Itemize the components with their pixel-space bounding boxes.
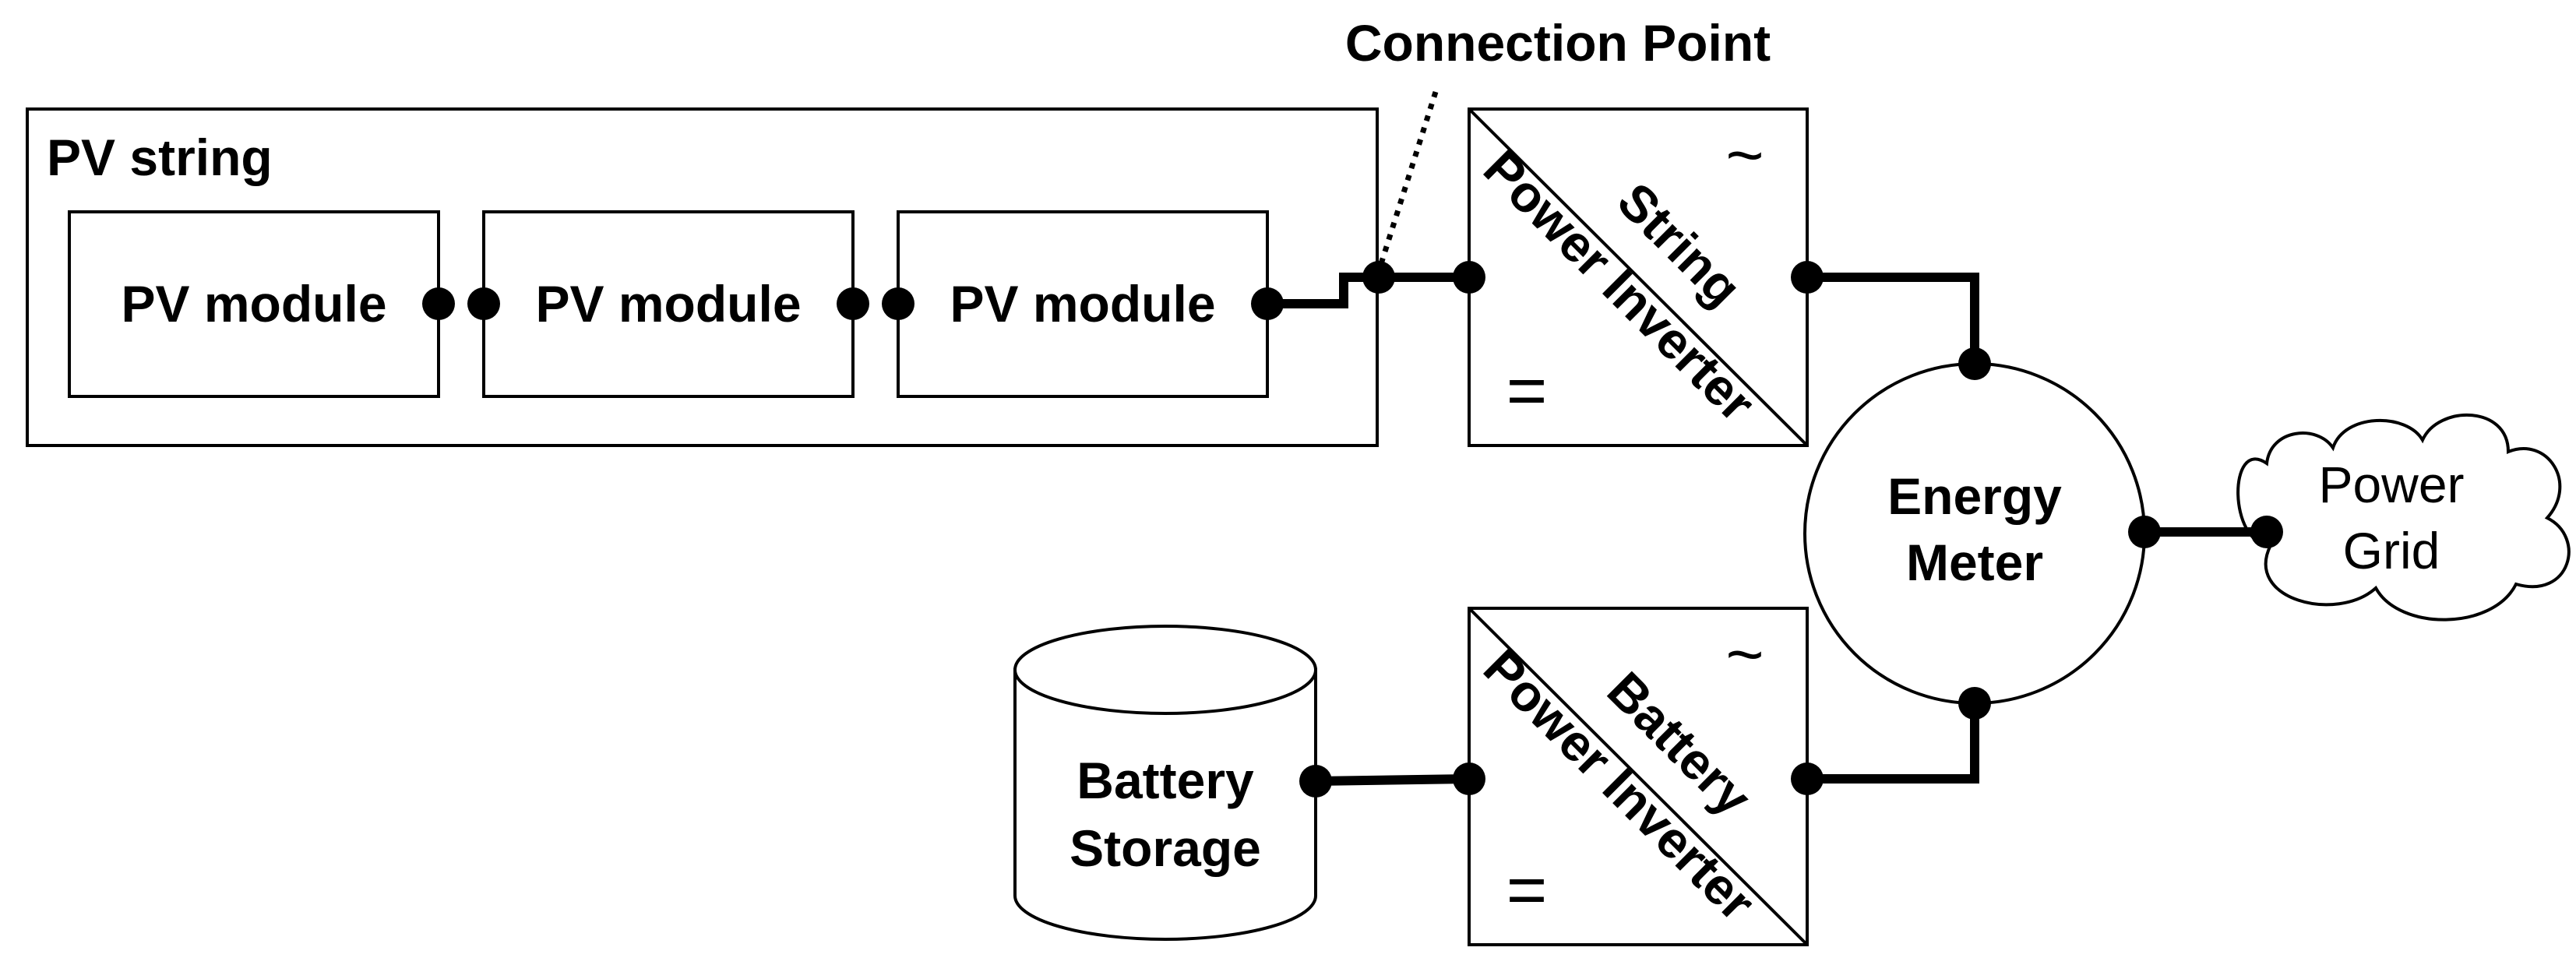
- wire-string-inverter-to-meter: [1807, 273, 1979, 364]
- pv-string-label: PV string: [47, 129, 273, 186]
- connector-dot: [1453, 762, 1485, 795]
- string-inverter-dc-symbol: =: [1506, 352, 1548, 430]
- pv-module-3: PV module: [897, 210, 1269, 398]
- wire-pv-to-connection-point: [1267, 273, 1379, 308]
- connector-dot: [2250, 516, 2283, 548]
- battery-inverter-dc-symbol: =: [1506, 851, 1548, 929]
- connector-dot: [1958, 687, 1991, 720]
- wire-battery-to-battery-inverter: [1315, 774, 1470, 786]
- connector-dots: [422, 261, 2283, 798]
- power-grid-line1: Power: [2318, 456, 2464, 513]
- connector-dot: [422, 287, 455, 320]
- battery-inverter-ac-symbol: ~: [1725, 618, 1764, 691]
- connector-dot: [837, 287, 869, 320]
- battery-storage-line2: Storage: [1070, 819, 1261, 877]
- power-grid: Power Grid: [2236, 413, 2571, 622]
- connector-dot: [1453, 261, 1485, 294]
- connector-dot: [467, 287, 500, 320]
- connector-dot: [1958, 347, 1991, 380]
- pv-module-3-label: PV module: [950, 275, 1215, 333]
- pv-module-2: PV module: [482, 210, 855, 398]
- energy-meter: Energy Meter: [1803, 362, 2146, 705]
- power-grid-cloud-shape: [2236, 413, 2571, 622]
- connector-dot: [882, 287, 914, 320]
- string-inverter-ac-symbol: ~: [1725, 118, 1764, 192]
- connection-point-leader: [1376, 90, 1439, 270]
- energy-meter-line2: Meter: [1906, 534, 2043, 591]
- battery-storage-line1: Battery: [1077, 752, 1254, 809]
- pv-module-1: PV module: [68, 210, 440, 398]
- battery-power-inverter: Battery Power Inverter ~ =: [1468, 607, 1809, 946]
- pv-module-2-label: PV module: [535, 275, 801, 333]
- energy-meter-line1: Energy: [1887, 467, 2062, 525]
- wire-meter-to-battery-inverter: [1807, 703, 1979, 784]
- power-grid-line2: Grid: [2343, 522, 2440, 579]
- string-power-inverter: String Power Inverter ~ =: [1468, 107, 1809, 447]
- connection-point-label: Connection Point: [1345, 14, 1771, 72]
- connector-dot: [2128, 516, 2161, 548]
- connection-point-dot: [1362, 261, 1395, 294]
- connector-dot: [1791, 261, 1824, 294]
- pv-module-1-label: PV module: [121, 275, 386, 333]
- connector-dot: [1251, 287, 1284, 320]
- connector-dot: [1299, 765, 1332, 798]
- battery-storage: Battery Storage: [1013, 625, 1317, 941]
- connector-dot: [1791, 762, 1824, 795]
